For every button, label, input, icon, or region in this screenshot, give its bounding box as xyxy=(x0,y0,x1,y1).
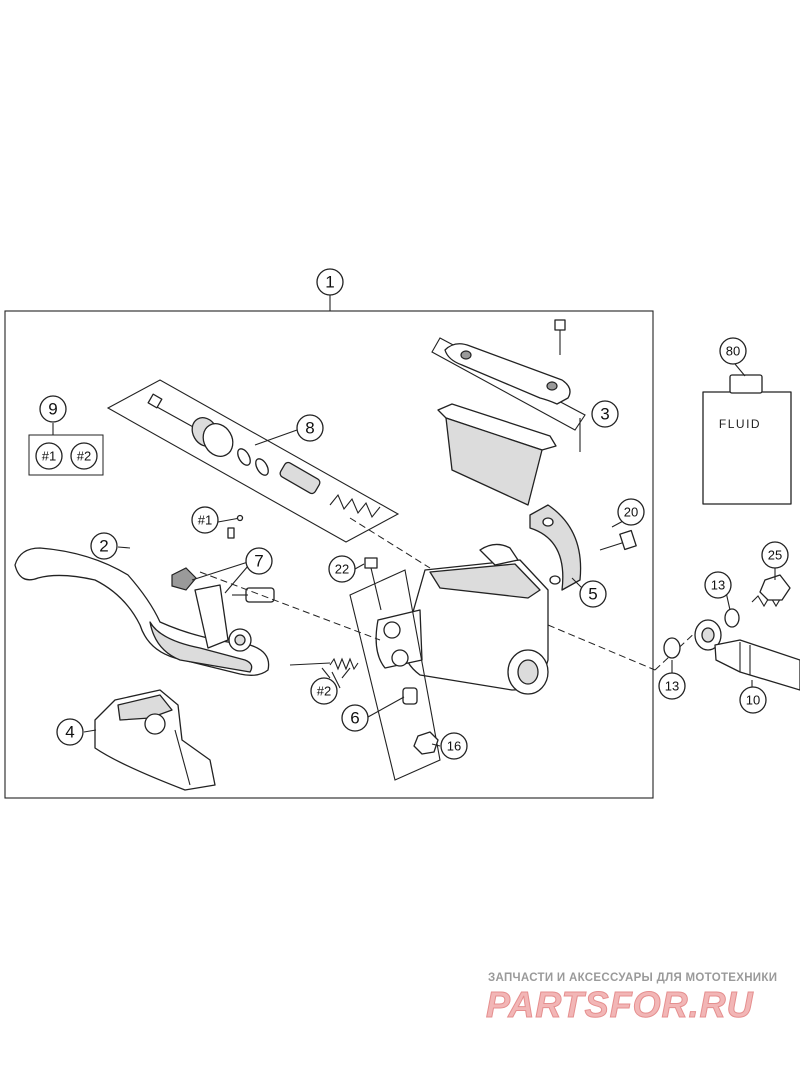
svg-text:#2: #2 xyxy=(317,684,331,699)
svg-text:#2: #2 xyxy=(77,449,91,464)
svg-text:2: 2 xyxy=(99,537,108,556)
svg-text:20: 20 xyxy=(624,505,638,520)
svg-text:#1: #1 xyxy=(42,449,56,464)
callout-22: 22 xyxy=(328,555,356,583)
svg-text:8: 8 xyxy=(305,419,314,438)
brake-hose-group xyxy=(663,608,800,691)
callout-3: 3 xyxy=(591,400,619,428)
callout-hash2-pin: #2 xyxy=(310,677,338,705)
brake-lever xyxy=(14,547,270,676)
pin-2 xyxy=(289,657,359,679)
fluid-label: FLUID xyxy=(719,417,761,431)
callout-7: 7 xyxy=(245,547,273,575)
callout-5: 5 xyxy=(579,580,607,608)
callout-hash2-box: #2 xyxy=(70,442,98,470)
callout-80: 80 xyxy=(719,337,747,365)
lever-adjuster xyxy=(171,561,275,649)
svg-text:80: 80 xyxy=(726,344,740,359)
handlebar-clamp xyxy=(529,504,582,591)
svg-text:22: 22 xyxy=(335,562,349,577)
svg-text:1: 1 xyxy=(325,273,334,292)
pivot-bushing xyxy=(402,687,418,705)
svg-text:4: 4 xyxy=(65,723,74,742)
banjo-bolt xyxy=(751,574,791,608)
lever-guard xyxy=(94,689,216,791)
master-cylinder-body xyxy=(375,543,549,695)
callout-10: 10 xyxy=(739,686,767,714)
watermark-brand: PARTSFOR.RU xyxy=(486,984,754,1026)
piston-kit-group xyxy=(106,379,400,543)
callout-2: 2 xyxy=(90,532,118,560)
callout-1: 1 xyxy=(316,268,344,296)
pin-1 xyxy=(217,514,244,539)
callout-6: 6 xyxy=(341,704,369,732)
svg-text:#1: #1 xyxy=(198,513,212,528)
svg-text:9: 9 xyxy=(48,400,57,419)
brake-fluid-bottle: FLUID xyxy=(702,374,792,505)
svg-text:6: 6 xyxy=(350,709,359,728)
clamp-bolt xyxy=(599,529,637,551)
callout-13-lower: 13 xyxy=(658,672,686,700)
svg-text:7: 7 xyxy=(254,552,263,571)
repair-kit-box xyxy=(28,423,104,476)
svg-text:5: 5 xyxy=(588,585,597,604)
callout-9: 9 xyxy=(39,395,67,423)
callout-hash1-box: #1 xyxy=(35,442,63,470)
svg-text:10: 10 xyxy=(746,693,760,708)
svg-text:13: 13 xyxy=(665,679,679,694)
svg-text:3: 3 xyxy=(600,405,609,424)
reservoir-cover-group xyxy=(431,319,586,506)
callout-25: 25 xyxy=(761,541,789,569)
svg-text:13: 13 xyxy=(711,578,725,593)
callout-16: 16 xyxy=(440,732,468,760)
callout-8: 8 xyxy=(296,414,324,442)
callout-4: 4 xyxy=(56,718,84,746)
pivot-group-outline xyxy=(349,569,441,781)
watermark-subtitle: ЗАПЧАСТИ И АКСЕССУАРЫ ДЛЯ МОТОТЕХНИКИ xyxy=(488,972,778,984)
callout-13-upper: 13 xyxy=(704,571,732,599)
svg-text:25: 25 xyxy=(768,548,782,563)
svg-text:16: 16 xyxy=(447,739,461,754)
callout-hash1-pin: #1 xyxy=(191,506,219,534)
assembly-frame xyxy=(4,310,654,799)
callout-20: 20 xyxy=(617,498,645,526)
pivot-screw xyxy=(364,557,382,611)
pivot-nut xyxy=(413,731,439,755)
